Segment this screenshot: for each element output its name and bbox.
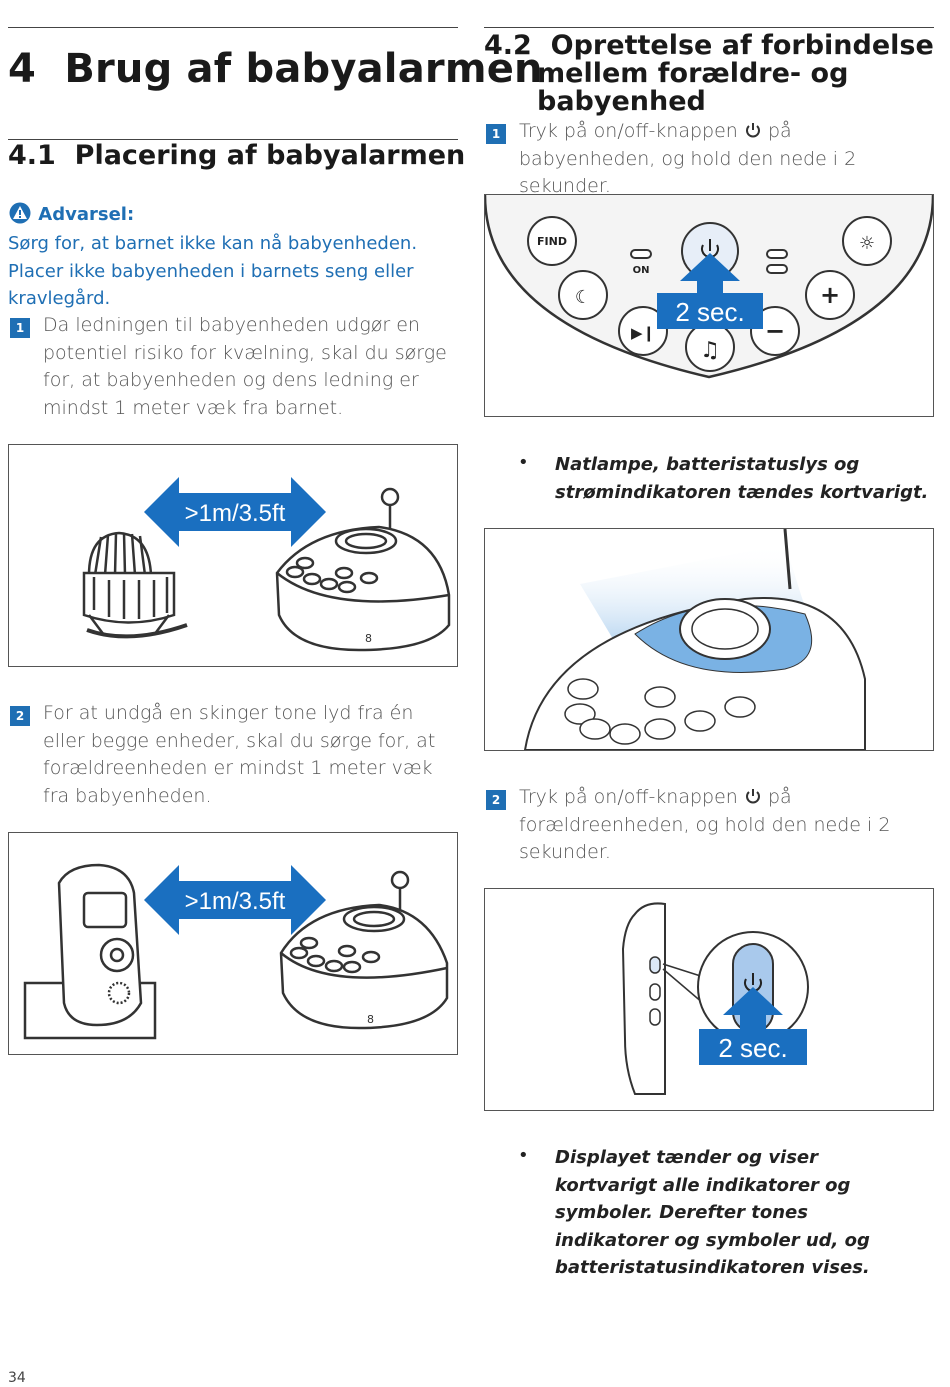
bullet-2: Displayet tænder og viser kortvarigt all…	[555, 1147, 870, 1278]
crib-illustration	[82, 531, 188, 639]
figure-parent-distance: >1m/3.5ft 8	[8, 832, 458, 1055]
baby-unit-illustration	[275, 487, 451, 652]
step-badge-1: 1	[486, 124, 506, 144]
distance-arrow	[144, 477, 326, 547]
top-rule-right	[484, 27, 934, 28]
step2-text: For at undgå en skinger tone lyd fra én …	[43, 702, 436, 807]
distance-arrow	[144, 865, 326, 935]
svg-text:☼: ☼	[859, 233, 875, 254]
svg-text:▶❙: ▶❙	[631, 324, 655, 342]
section-4-2-title: 4.2 Oprettelse af forbindelse mellem for…	[484, 30, 934, 117]
light-button	[842, 216, 892, 266]
distance-label-1: >1m/3.5ft	[185, 500, 286, 527]
power-icon	[744, 786, 762, 804]
svg-text:8: 8	[365, 632, 372, 645]
distance-label-2: >1m/3.5ft	[185, 888, 286, 915]
top-rule-left	[8, 27, 458, 28]
baby-unit-illustration	[279, 870, 449, 1030]
svg-text:+: +	[820, 281, 840, 309]
svg-text:♫: ♫	[700, 338, 720, 363]
bullet-1: Natlampe, batteristatuslys og strømindik…	[555, 454, 929, 503]
figure-control-panel: FIND ON + − ♫ ▶❙ ☾ ☼ 2 sec.	[484, 194, 934, 417]
night-mode-button	[558, 270, 608, 320]
find-button	[527, 216, 577, 266]
section-rule-4-1	[8, 139, 458, 140]
step1-text: Da ledningen til babyenheden udgør en po…	[43, 314, 447, 419]
step-badge-2: 2	[10, 706, 30, 726]
plus-button	[805, 270, 855, 320]
chapter-title: 4 Brug af babyalarmen	[8, 46, 543, 92]
section-4-1-title: 4.1 Placering af babyalarmen	[8, 140, 466, 171]
play-button	[618, 306, 668, 356]
figure-crib-distance: >1m/3.5ft 8	[8, 444, 458, 667]
warning-icon	[9, 202, 31, 224]
warning-text: Sørg for, at barnet ikke kan nå babyenhe…	[8, 233, 418, 309]
step1-text-4-2: Tryk på on/off-knappen på babyenheden, o…	[519, 120, 857, 197]
figure-side-button: 2 sec.	[484, 888, 934, 1111]
parent-unit-illustration	[23, 863, 157, 1040]
step-badge-1: 1	[10, 318, 30, 338]
svg-text:−: −	[765, 317, 785, 345]
duration-label: 2 sec.	[675, 297, 744, 327]
step-badge-2: 2	[486, 790, 506, 810]
svg-text:8: 8	[367, 1013, 374, 1026]
power-icon	[744, 120, 762, 138]
find-label: FIND	[537, 235, 567, 248]
page-number: 34	[8, 1370, 26, 1386]
duration-label-side: 2 sec.	[718, 1033, 787, 1063]
step2-text-4-2: Tryk på on/off-knappen på forældreenhede…	[519, 786, 891, 863]
svg-text:☾: ☾	[575, 287, 591, 308]
figure-lit-unit	[484, 528, 934, 751]
on-label: ON	[633, 265, 650, 276]
warning-heading: Advarsel:	[8, 202, 134, 225]
